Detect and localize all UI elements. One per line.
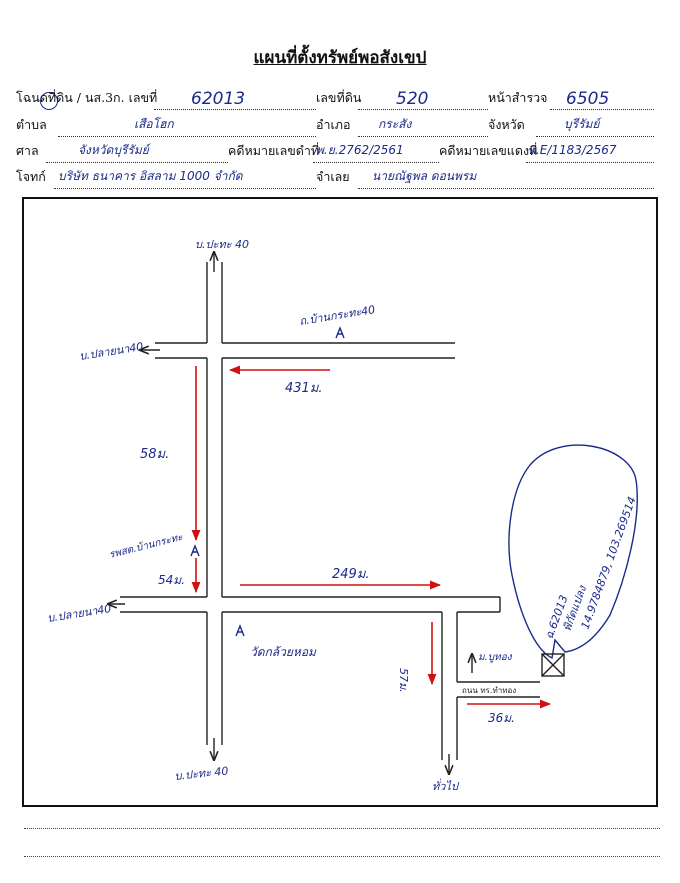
label-dist-36: 36ม. (488, 711, 515, 725)
triangle-landmark-icon (235, 624, 245, 637)
form-row-location: ตำบล เสือโฮก อำเภอ กระสัง จังหวัด บุรีรั… (16, 117, 656, 137)
label-parcel-coordinates: 14.9784879, 103.269514 (579, 495, 639, 631)
upper-horizontal-road (155, 342, 455, 359)
province-label: จังหวัด (488, 117, 525, 132)
province-value: บุรีรัมย์ (564, 117, 600, 131)
black-case-label: คดีหมายเลขดำที่ (228, 143, 320, 158)
label-bottom-right: ทั่วไป (432, 778, 460, 793)
label-dist-249: 249ม. (332, 567, 370, 582)
lower-horizontal-road (120, 596, 501, 613)
subdistrict-value: เสือโฮก (134, 117, 174, 131)
form-row-parties: โจทก์ บริษัท ธนาคาร อิสลาม 1000 จำกัด จำ… (16, 169, 656, 189)
label-west-lower: บ.ปลายนา40 (46, 602, 112, 625)
survey-page-label: หน้าสำรวจ (488, 90, 548, 105)
label-dist-54: 54ม. (158, 573, 185, 587)
page-title: แผนที่ตั้งทรัพย์พอสังเขป (253, 48, 427, 68)
direction-arrows (108, 252, 472, 774)
red-case-value: พ.E/1183/2567 (528, 143, 617, 157)
defendant-label: จำเลย (316, 169, 350, 184)
court-value: จังหวัดบุรีรัมย์ (78, 143, 149, 157)
deed-value: 62013 (191, 89, 246, 109)
land-no-value: 520 (396, 89, 429, 109)
defendant-value: นายณัฐพล ดอนพรม (372, 169, 477, 183)
right-vertical-road (441, 612, 458, 760)
parcel-callout-bubble (508, 444, 638, 660)
label-school: รพสต.บ้านกระทะ (108, 531, 185, 561)
red-case-label: คดีหมายเลขแดงที่ (439, 143, 538, 158)
footer-line-1 (24, 828, 660, 829)
black-case-value: พ.ย.2762/2561 (316, 143, 404, 157)
label-north-top: บ.ปะทะ 40 (195, 238, 249, 251)
side-road-to-parcel (457, 681, 540, 698)
district-value: กระสัง (378, 117, 412, 131)
main-vertical-road (206, 262, 223, 745)
footer-line-2 (24, 856, 660, 857)
parcel-marker-icon (541, 653, 565, 677)
label-to-village: ม.บูทอง (478, 652, 513, 663)
court-label: ศาล (16, 143, 39, 158)
subdistrict-label: ตำบล (16, 117, 47, 132)
form-row-deed: โฉนดที่ดิน / นส.3ก. เลขที่ 62013 เลขที่ด… (16, 89, 656, 110)
plaintiff-value: บริษัท ธนาคาร อิสลาม 1000 จำกัด (58, 169, 243, 183)
label-road-upper: ถ.บ้านกระทะ40 (298, 303, 376, 328)
district-label: อำเภอ (316, 117, 351, 132)
distance-arrows (191, 365, 552, 709)
survey-page-value: 6505 (566, 89, 610, 109)
label-dist-57: 57ม. (397, 668, 410, 693)
land-no-label: เลขที่ดิน (316, 90, 362, 105)
label-road-bottom: ถนน ทร.ทำทอง (462, 686, 516, 695)
circle-mark-icon (40, 92, 58, 110)
label-west-upper: บ.ปลายนา40 (78, 340, 144, 363)
label-dist-58: 58ม. (140, 447, 169, 462)
landmark-icons (190, 326, 345, 637)
plaintiff-label: โจทก์ (16, 169, 46, 184)
label-temple: วัดกล้วยหอม (250, 645, 317, 659)
triangle-landmark-icon (335, 326, 345, 339)
map-frame (22, 197, 658, 807)
form-row-case: ศาล จังหวัดบุรีรัมย์ คดีหมายเลขดำที่ พ.ย… (16, 143, 656, 163)
deed-label: โฉนดที่ดิน / นส.3ก. เลขที่ (16, 90, 158, 105)
label-south-bottom: บ.ปะทะ 40 (174, 764, 229, 783)
triangle-landmark-icon (190, 544, 200, 557)
label-dist-431: 431ม. (285, 381, 323, 396)
